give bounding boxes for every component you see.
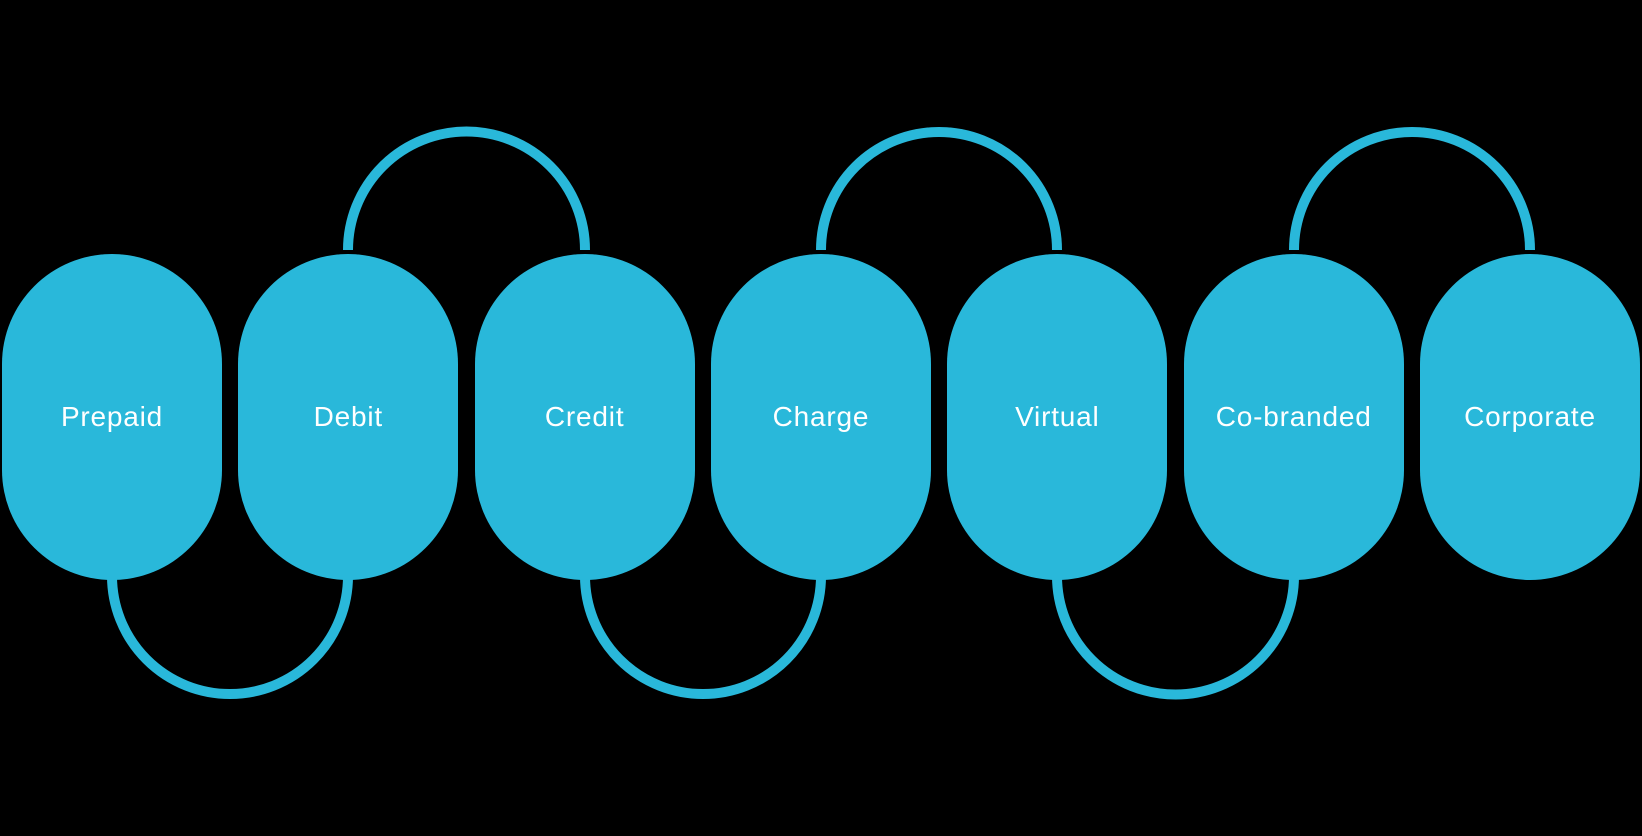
- connector-arc-debit-credit: [343, 126, 590, 251]
- node-label: Prepaid: [60, 401, 164, 432]
- node-co-branded: Co-branded: [1183, 254, 1404, 580]
- node-label: Virtual: [1015, 401, 1100, 432]
- node-label: Corporate: [1464, 401, 1596, 432]
- node-label: Debit: [313, 401, 384, 432]
- node-corporate: Corporate: [1419, 254, 1640, 580]
- connector-arc-credit-charge: [580, 575, 826, 699]
- node-charge: Charge: [710, 254, 931, 580]
- node-label: Charge: [772, 401, 870, 432]
- node-label: Co-branded: [1215, 401, 1372, 432]
- connector-arc-prepaid-debit: [107, 575, 353, 699]
- node-virtual: Virtual: [947, 254, 1168, 580]
- node-prepaid: Prepaid: [2, 254, 222, 580]
- connector-arc-co-branded-corporate: [1289, 127, 1535, 251]
- node-row: Prepaid Debit Credit Charge Virtual Co-brande…: [2, 254, 1640, 580]
- node-label: Credit: [544, 401, 625, 432]
- connector-arc-virtual-co-branded: [1052, 575, 1299, 700]
- connector-arc-charge-virtual: [816, 127, 1062, 251]
- node-debit: Debit: [238, 254, 459, 580]
- node-credit: Credit: [474, 254, 695, 580]
